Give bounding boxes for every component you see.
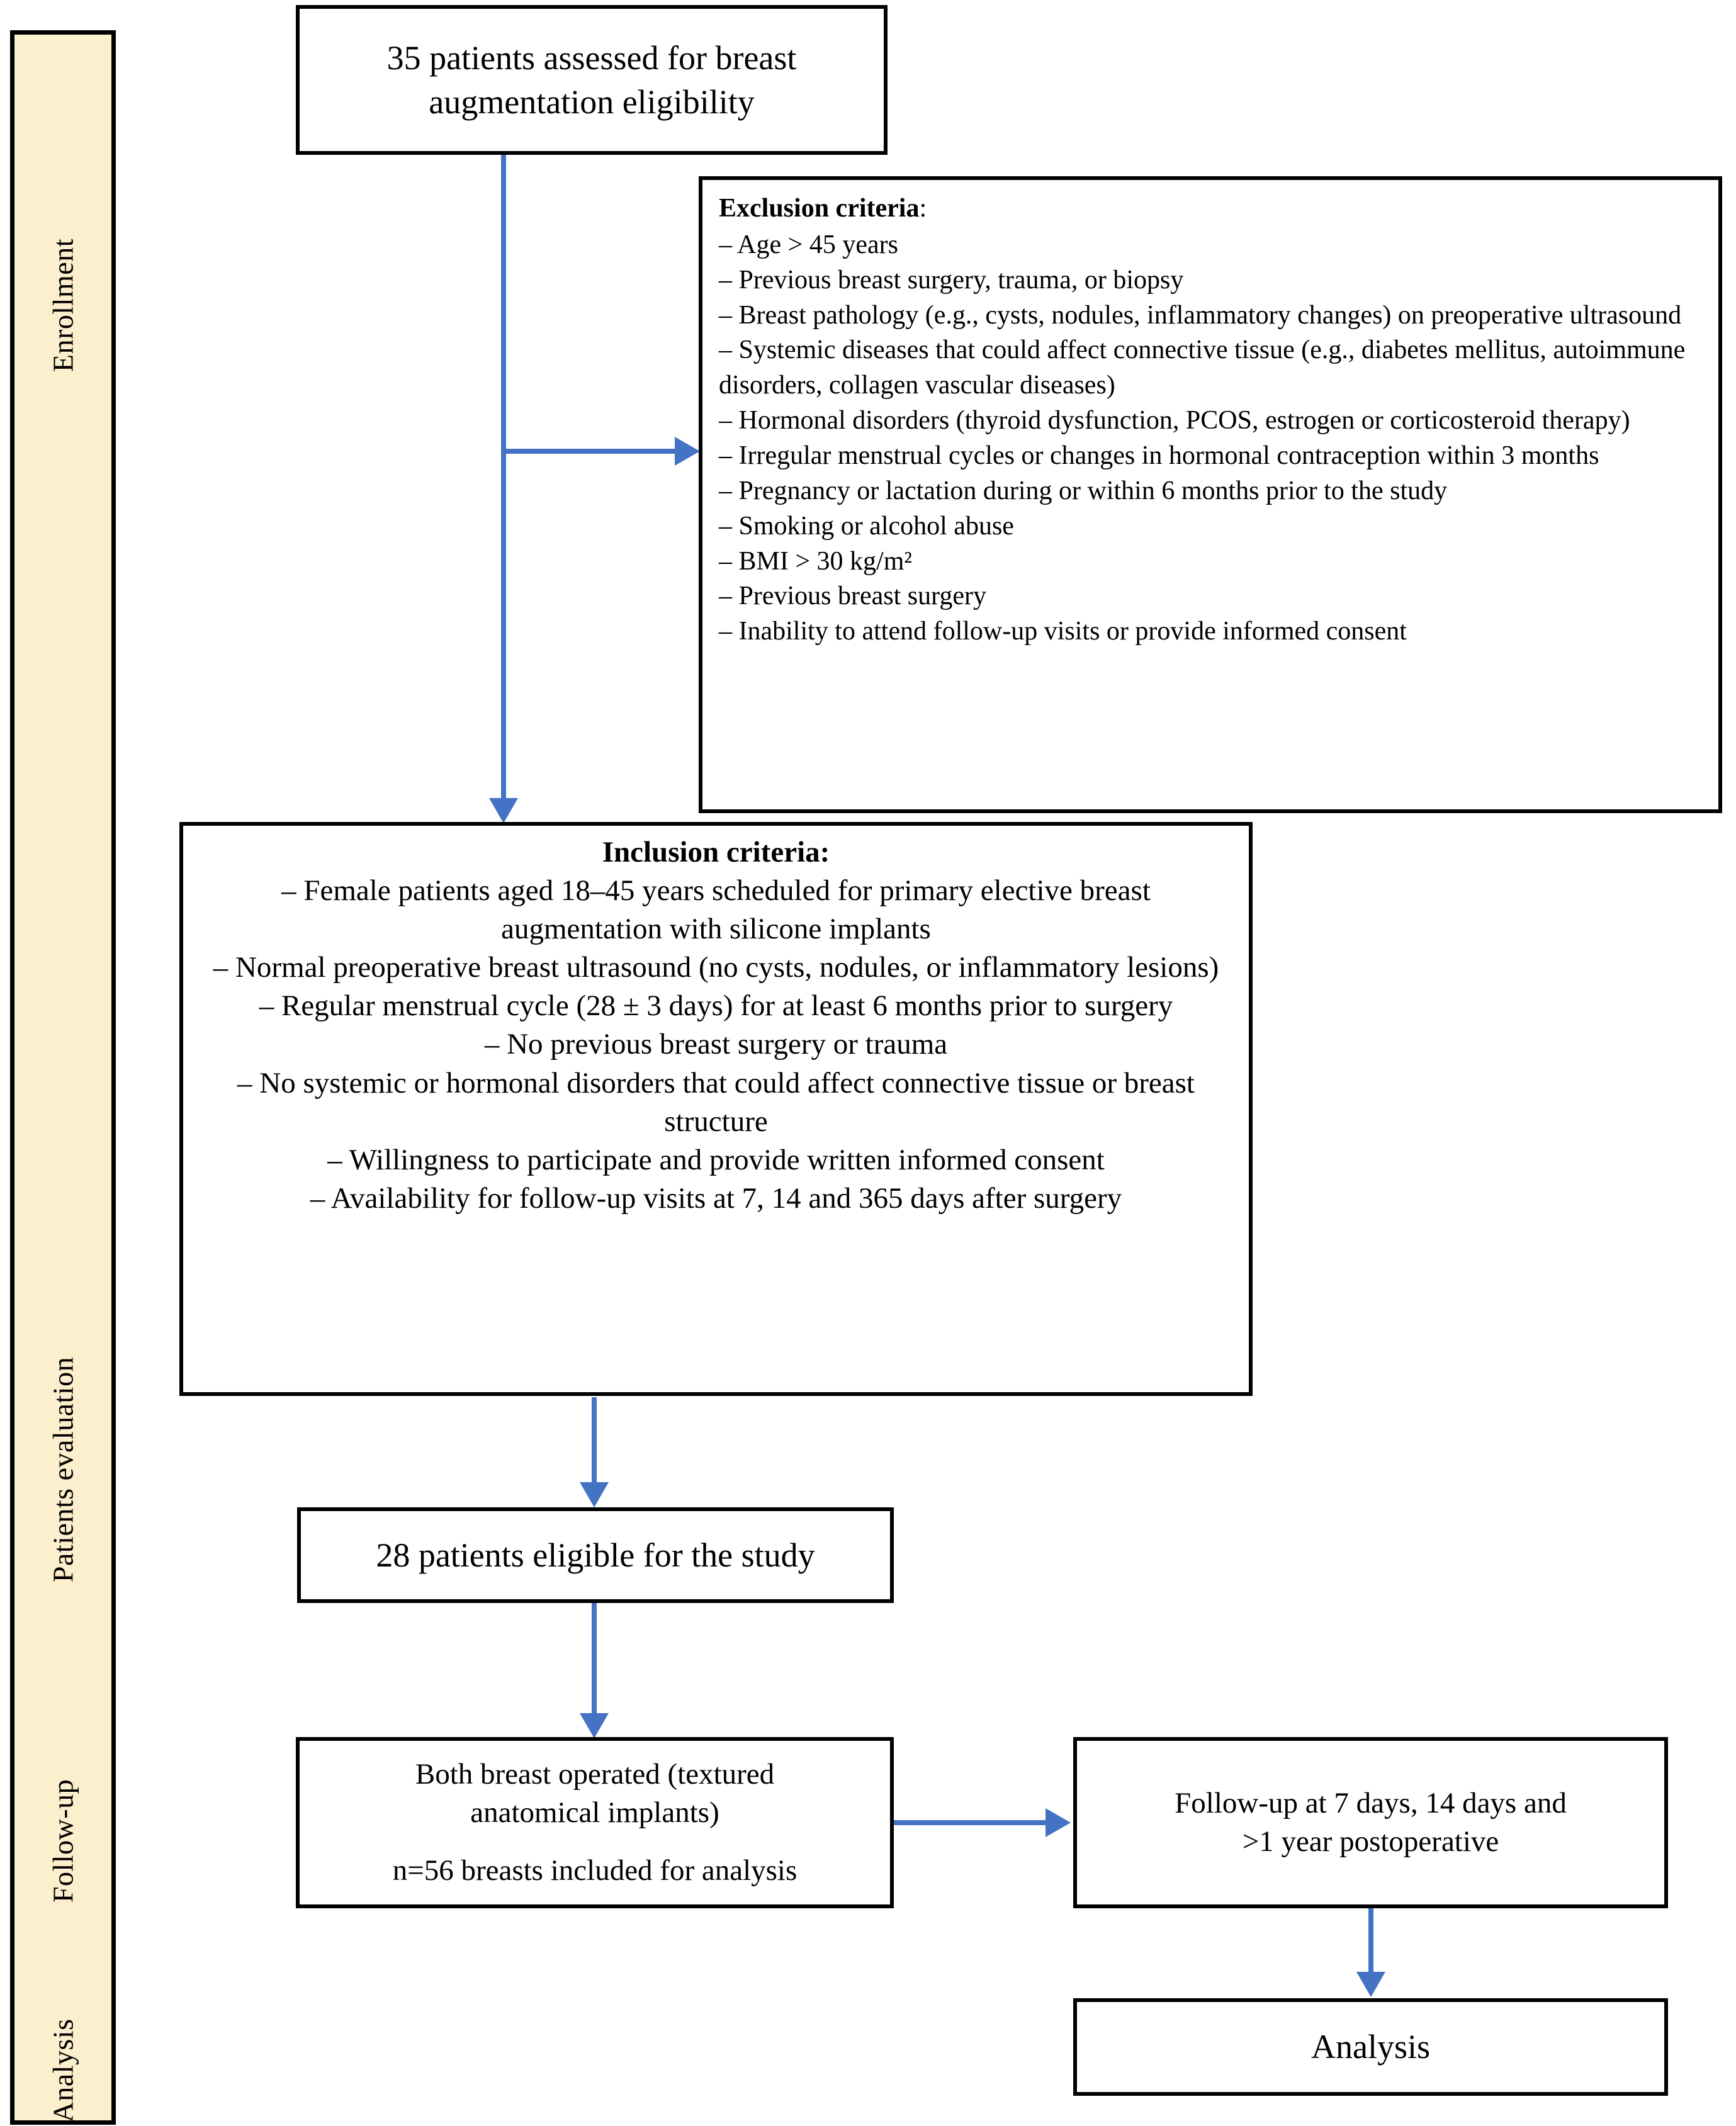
arrow-to-exclusion — [675, 437, 700, 466]
node-analysis: Analysis — [1073, 1998, 1668, 2096]
phase-label-patients-evaluation: Patients evaluation — [47, 1356, 79, 1583]
node-eligible-line-1: 28 patients eligible for the study — [376, 1536, 815, 1574]
connector-eligible-to-operated — [592, 1603, 597, 1716]
arrow-to-followup — [1046, 1808, 1071, 1837]
connector-assessed-trunk — [501, 155, 506, 803]
arrow-to-eligible — [580, 1482, 609, 1507]
inclusion-item: – Regular menstrual cycle (28 ± 3 days) … — [259, 989, 1173, 1023]
exclusion-item: – Smoking or alcohol abuse — [719, 511, 1014, 541]
inclusion-item: – Willingness to participate and provide… — [327, 1143, 1105, 1176]
node-operated: Both breast operated (textured anatomica… — [296, 1737, 894, 1908]
node-followup-line-2: >1 year postoperative — [1242, 1825, 1499, 1858]
connector-exclusion-branch — [501, 449, 677, 454]
exclusion-item: – Inability to attend follow-up visits o… — [719, 617, 1407, 646]
node-assessed-line-1: 35 patients assessed for breast — [386, 38, 797, 77]
node-operated-line-4: n=56 breasts included for analysis — [392, 1853, 798, 1887]
phase-label-analysis: Analysis — [47, 2018, 79, 2123]
node-analysis-line-1: Analysis — [1311, 2028, 1430, 2066]
exclusion-heading-text: Exclusion criteria — [719, 194, 920, 223]
exclusion-item: – Irregular menstrual cycles or changes … — [719, 441, 1599, 471]
node-followup: Follow-up at 7 days, 14 days and >1 year… — [1073, 1737, 1668, 1908]
exclusion-heading-colon: : — [919, 194, 927, 223]
exclusion-item: – Age > 45 years — [719, 230, 898, 259]
connector-inclusion-to-eligible — [592, 1397, 597, 1485]
phase-rail: Enrollment Patients evaluation Follow-up… — [10, 30, 116, 2125]
connector-followup-to-analysis — [1368, 1908, 1373, 1974]
node-followup-line-1: Follow-up at 7 days, 14 days and — [1175, 1786, 1567, 1819]
node-operated-line-2: anatomical implants) — [470, 1796, 719, 1830]
node-inclusion-criteria: Inclusion criteria: – Female patients ag… — [179, 822, 1253, 1396]
inclusion-item: – Female patients aged 18–45 years sched… — [281, 874, 1151, 946]
node-assessed: 35 patients assessed for breast augmenta… — [296, 5, 888, 155]
node-operated-line-1: Both breast operated (textured — [415, 1758, 775, 1791]
node-exclusion-criteria: Exclusion criteria: – Age > 45 years – P… — [699, 176, 1722, 813]
exclusion-item: – Hormonal disorders (thyroid dysfunctio… — [719, 406, 1630, 436]
arrow-to-operated — [580, 1713, 609, 1738]
arrow-to-inclusion — [489, 798, 518, 823]
inclusion-item: – Availability for follow-up visits at 7… — [310, 1181, 1122, 1215]
exclusion-item: – Previous breast surgery — [719, 582, 986, 611]
node-operated-spacer — [300, 1833, 890, 1852]
inclusion-heading: Inclusion criteria: — [602, 836, 830, 869]
phase-label-follow-up: Follow-up — [47, 1779, 79, 1903]
node-assessed-line-2: augmentation eligibility — [429, 83, 755, 121]
exclusion-item: – Systemic diseases that could affect co… — [719, 335, 1686, 400]
node-eligible: 28 patients eligible for the study — [297, 1507, 894, 1603]
inclusion-item: – Normal preoperative breast ultrasound … — [213, 951, 1219, 984]
phase-label-enrollment: Enrollment — [47, 239, 79, 372]
exclusion-item: – BMI > 30 kg/m² — [719, 546, 912, 576]
arrow-to-analysis — [1356, 1972, 1385, 1997]
exclusion-item: – Pregnancy or lactation during or withi… — [719, 476, 1448, 505]
exclusion-item: – Previous breast surgery, trauma, or bi… — [719, 265, 1184, 295]
exclusion-heading: Exclusion criteria: — [719, 191, 1702, 227]
inclusion-item: – No previous breast surgery or trauma — [484, 1028, 948, 1061]
inclusion-item: – No systemic or hormonal disorders that… — [237, 1066, 1195, 1138]
connector-operated-to-followup — [894, 1820, 1048, 1825]
exclusion-item: – Breast pathology (e.g., cysts, nodules… — [719, 300, 1682, 330]
